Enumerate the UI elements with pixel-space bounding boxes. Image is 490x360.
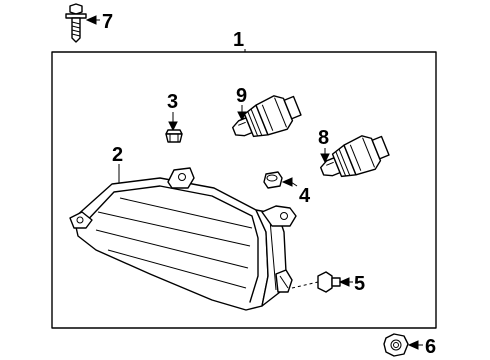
callout-1: 1 (233, 29, 244, 51)
callout-3: 3 (167, 91, 178, 113)
arrow-7 (85, 15, 97, 25)
arrow-6 (407, 340, 419, 350)
dashed-guide-5 (291, 281, 319, 289)
part-2-headlamp-housing (69, 167, 297, 311)
part-8-bulb (319, 135, 390, 178)
part-6-nut (383, 333, 409, 357)
part-4-socket (263, 171, 283, 189)
callout-4: 4 (299, 185, 311, 207)
callout-8: 8 (318, 127, 329, 149)
callout-6: 6 (425, 336, 436, 358)
arrow-4 (281, 177, 293, 187)
part-5-screw (317, 271, 341, 293)
callout-9: 9 (236, 85, 247, 107)
arrow-3 (168, 121, 178, 132)
callout-5: 5 (354, 273, 365, 295)
arrow-8 (320, 153, 330, 164)
arrow-5 (338, 277, 350, 287)
assembly-frame (51, 51, 437, 329)
part-3-clip (165, 129, 183, 143)
part-9-bulb (231, 95, 302, 138)
leader-4 (290, 181, 298, 187)
callout-7: 7 (102, 11, 113, 33)
part-7-bolt (65, 3, 87, 43)
callout-2: 2 (112, 144, 123, 166)
